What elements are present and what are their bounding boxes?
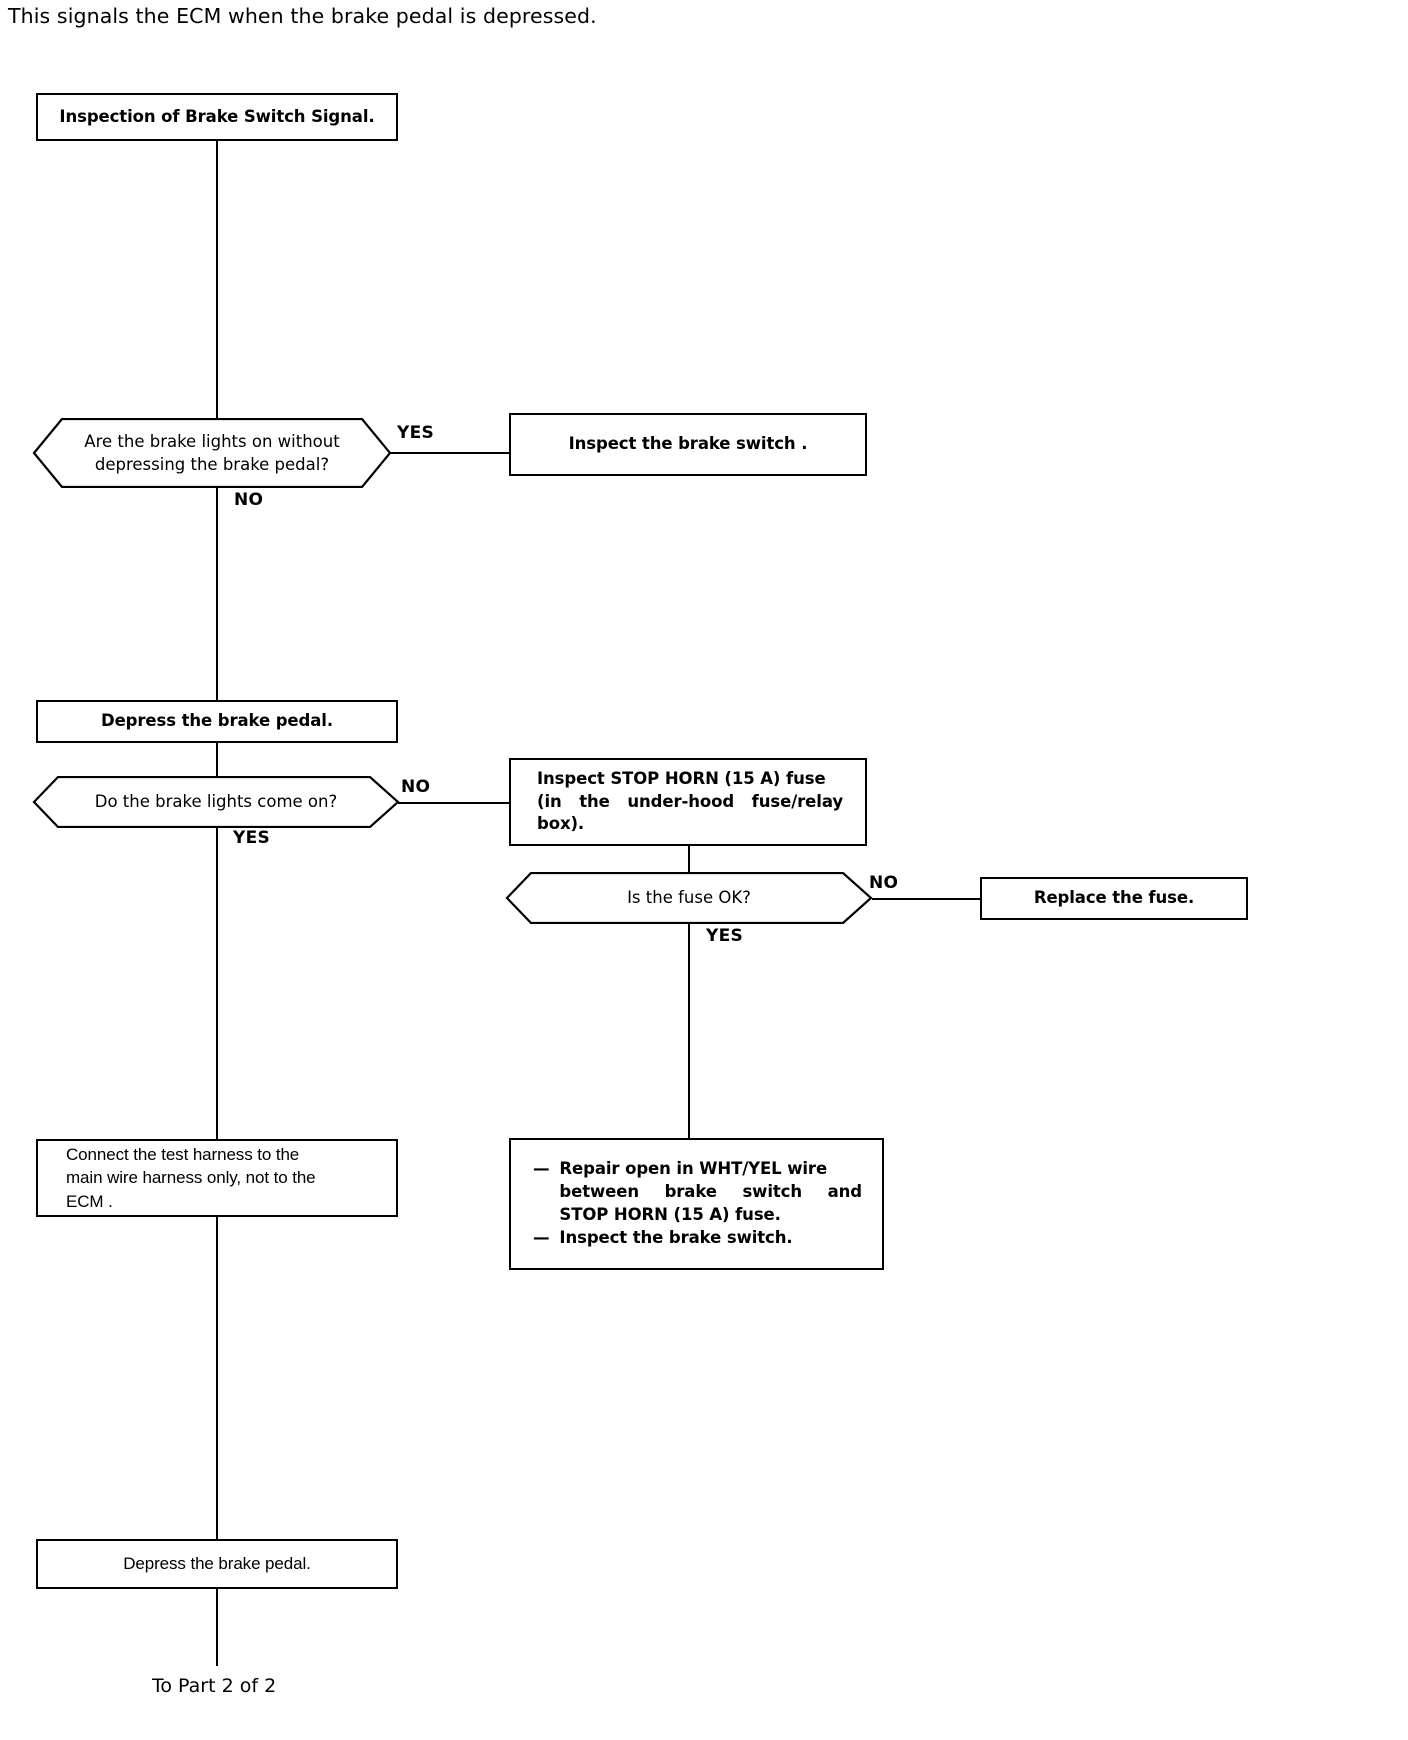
connector-depress2-to-footer [216,1589,219,1666]
connector-fuse-to-q3 [688,846,691,874]
node-connect-harness-line3: ECM . [66,1191,113,1211]
branch-label-q3-no: NO [868,873,900,893]
connector-start-to-q1 [216,141,219,419]
node-inspect-switch: Inspect the brake switch . [509,413,867,476]
node-repair-open-text: — Repair open in WHT/YEL wire between br… [511,1158,882,1249]
node-inspect-switch-label: Inspect the brake switch . [568,434,808,454]
intro-text: This signals the ECM when the brake peda… [8,4,597,28]
node-depress-1-label: Depress the brake pedal. [100,711,333,731]
node-repair-open-b1-line1: Repair open in WHT/YEL wire [559,1159,828,1179]
node-inspect-fuse: Inspect STOP HORN (15 A) fuse (in the un… [509,758,867,846]
node-q1: Are the brake lights on without depressi… [32,418,392,488]
node-connect-harness-line2: main wire harness only, not to the [66,1168,316,1188]
node-repair-open-bullet-1-text: Repair open in WHT/YEL wire between brak… [559,1158,862,1226]
node-inspect-fuse-line3: box). [537,814,585,834]
branch-label-q2-no: NO [400,777,432,797]
node-repair-open-bullet-1-dash: — [533,1159,550,1179]
connector-q2-yes [216,827,219,1140]
node-connect-harness-line1: Connect the test harness to the [66,1144,300,1164]
branch-label-q2-yes: YES [232,828,272,848]
node-connect-harness: Connect the test harness to the main wir… [36,1139,398,1217]
node-repair-open-b1-line3: STOP HORN (15 A) fuse. [559,1205,781,1224]
connector-q1-yes [390,452,510,454]
connector-q2-no [398,802,511,804]
node-q2: Do the brake lights come on? [32,776,400,828]
branch-label-q3-yes: YES [705,926,745,946]
connector-q1-no [216,488,219,700]
branch-label-q1-yes: YES [396,423,436,443]
node-depress-2-label: Depress the brake pedal. [123,1554,311,1574]
footer-to-part-2: To Part 2 of 2 [152,1675,277,1697]
node-connect-harness-text: Connect the test harness to the main wir… [38,1143,396,1213]
connector-q3-no [872,898,982,900]
branch-label-q1-no: NO [233,490,265,510]
node-replace-fuse-label: Replace the fuse. [1033,888,1195,908]
node-repair-open-b1-line2: between brake switch and [559,1182,862,1202]
node-repair-open-bullet-2: — Inspect the brake switch. [533,1227,862,1250]
node-repair-open-bullet-1: — Repair open in WHT/YEL wire between br… [533,1158,862,1226]
node-depress-2: Depress the brake pedal. [36,1539,398,1589]
node-repair-open: — Repair open in WHT/YEL wire between br… [509,1138,884,1270]
node-inspect-fuse-line1: Inspect STOP HORN (15 A) fuse [537,768,826,788]
connector-harness-to-depress2 [216,1217,219,1539]
connector-q3-yes [688,923,691,1138]
node-start: Inspection of Brake Switch Signal. [36,93,398,141]
connector-depress1-to-q2 [216,743,219,777]
node-depress-1: Depress the brake pedal. [36,700,398,743]
node-inspect-fuse-line2: (in the under-hood fuse/relay [537,791,843,811]
node-replace-fuse: Replace the fuse. [980,877,1248,920]
node-repair-open-bullet-2-text: Inspect the brake switch. [559,1227,793,1247]
node-start-label: Inspection of Brake Switch Signal. [59,106,375,126]
node-inspect-fuse-text: Inspect STOP HORN (15 A) fuse (in the un… [511,768,865,836]
branch-label-q3-yes-text: YES [706,926,744,946]
node-q3: Is the fuse OK? [505,872,873,924]
node-repair-open-bullet-2-dash: — [533,1227,550,1247]
